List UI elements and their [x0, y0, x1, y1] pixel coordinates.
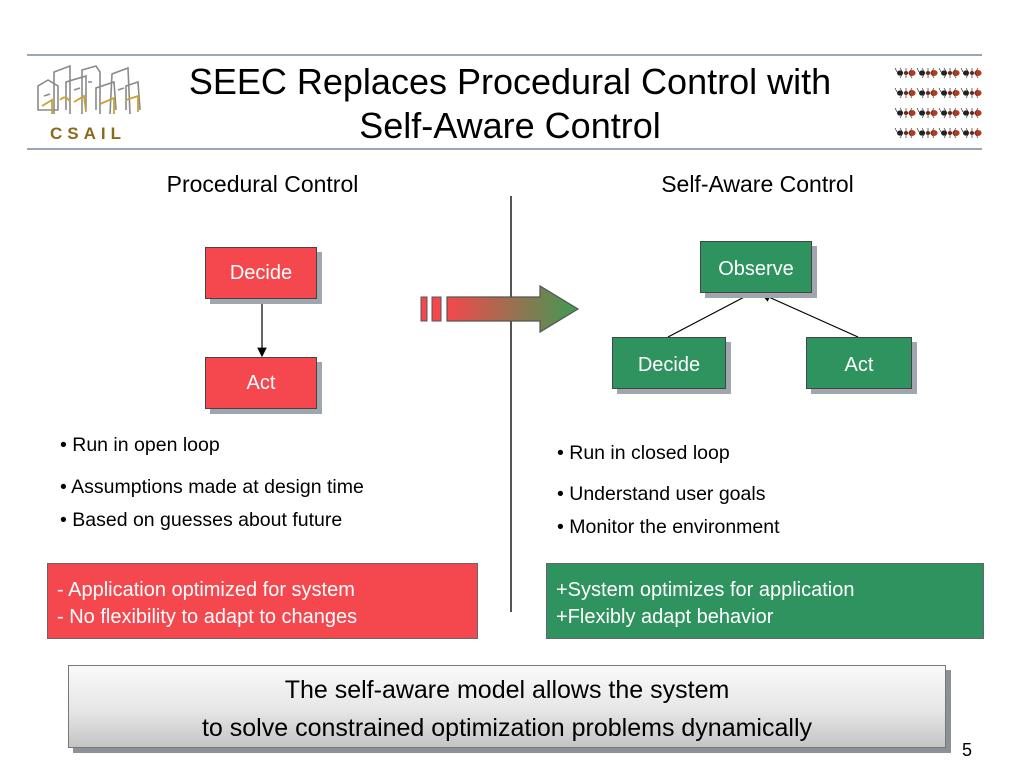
procedural-bullet-1: • Run in open loop — [60, 434, 220, 456]
ant-icon — [938, 67, 960, 79]
ant-icon — [938, 127, 960, 139]
ants-icon — [894, 67, 982, 139]
title-line-2: Self-Aware Control — [359, 105, 661, 146]
selfaware-observe-box: Observe — [700, 241, 812, 293]
ant-icon — [938, 87, 960, 99]
ant-icon — [916, 107, 938, 119]
procedural-act-box: Act — [205, 357, 317, 409]
procedural-result-panel: - Application optimized for system - No … — [47, 563, 478, 639]
page-number: 5 — [962, 740, 973, 760]
ant-icon — [894, 107, 916, 119]
ant-icon — [960, 87, 982, 99]
selfaware-result-line-2: +Flexibly adapt behavior — [556, 606, 774, 628]
column-divider — [510, 196, 512, 612]
selfaware-bullet-1: • Run in closed loop — [557, 442, 730, 464]
procedural-heading: Procedural Control — [166, 171, 359, 197]
ant-icon — [916, 67, 938, 79]
selfaware-bullet-2: • Understand user goals — [557, 483, 766, 505]
ant-icon — [960, 127, 982, 139]
selfaware-result-line-1: +System optimizes for application — [556, 579, 855, 601]
csail-logo-text: CSAIL — [50, 124, 126, 143]
procedural-decide-box: Decide — [205, 247, 317, 299]
summary-box: The self-aware model allows the system t… — [68, 665, 946, 748]
ant-icon — [894, 87, 916, 99]
procedural-bullet-3: • Based on guesses about future — [60, 509, 343, 531]
csail-logo: CSAIL — [30, 60, 150, 146]
procedural-bullet-2: • Assumptions made at design time — [60, 476, 364, 498]
procedural-result-line-2: - No flexibility to adapt to changes — [57, 606, 358, 628]
ants-logo — [893, 62, 985, 146]
page-title: SEEC Replaces Procedural Control with Se… — [160, 60, 860, 148]
act-observe-arrow — [760, 293, 859, 338]
ant-icon — [916, 87, 938, 99]
csail-logo-icon — [37, 64, 141, 115]
header-bottom-rule — [27, 148, 982, 150]
header-top-rule — [27, 54, 982, 56]
ant-icon — [894, 127, 916, 139]
selfaware-bullet-3: • Monitor the environment — [557, 516, 780, 538]
summary-line-2: to solve constrained optimization proble… — [201, 714, 812, 742]
ant-icon — [960, 67, 982, 79]
ant-icon — [938, 107, 960, 119]
decide-observe-line — [667, 293, 751, 338]
selfaware-heading: Self-Aware Control — [661, 171, 854, 197]
ant-icon — [894, 67, 916, 79]
summary-line-1: The self-aware model allows the system — [284, 676, 730, 704]
selfaware-result-panel: +System optimizes for application +Flexi… — [546, 563, 984, 639]
title-line-1: SEEC Replaces Procedural Control with — [188, 61, 832, 102]
procedural-result-line-1: - Application optimized for system — [57, 579, 355, 601]
selfaware-act-box: Act — [806, 337, 912, 389]
ant-icon — [960, 107, 982, 119]
selfaware-decide-box: Decide — [612, 337, 726, 389]
ant-icon — [916, 127, 938, 139]
transition-arrow — [420, 284, 580, 334]
